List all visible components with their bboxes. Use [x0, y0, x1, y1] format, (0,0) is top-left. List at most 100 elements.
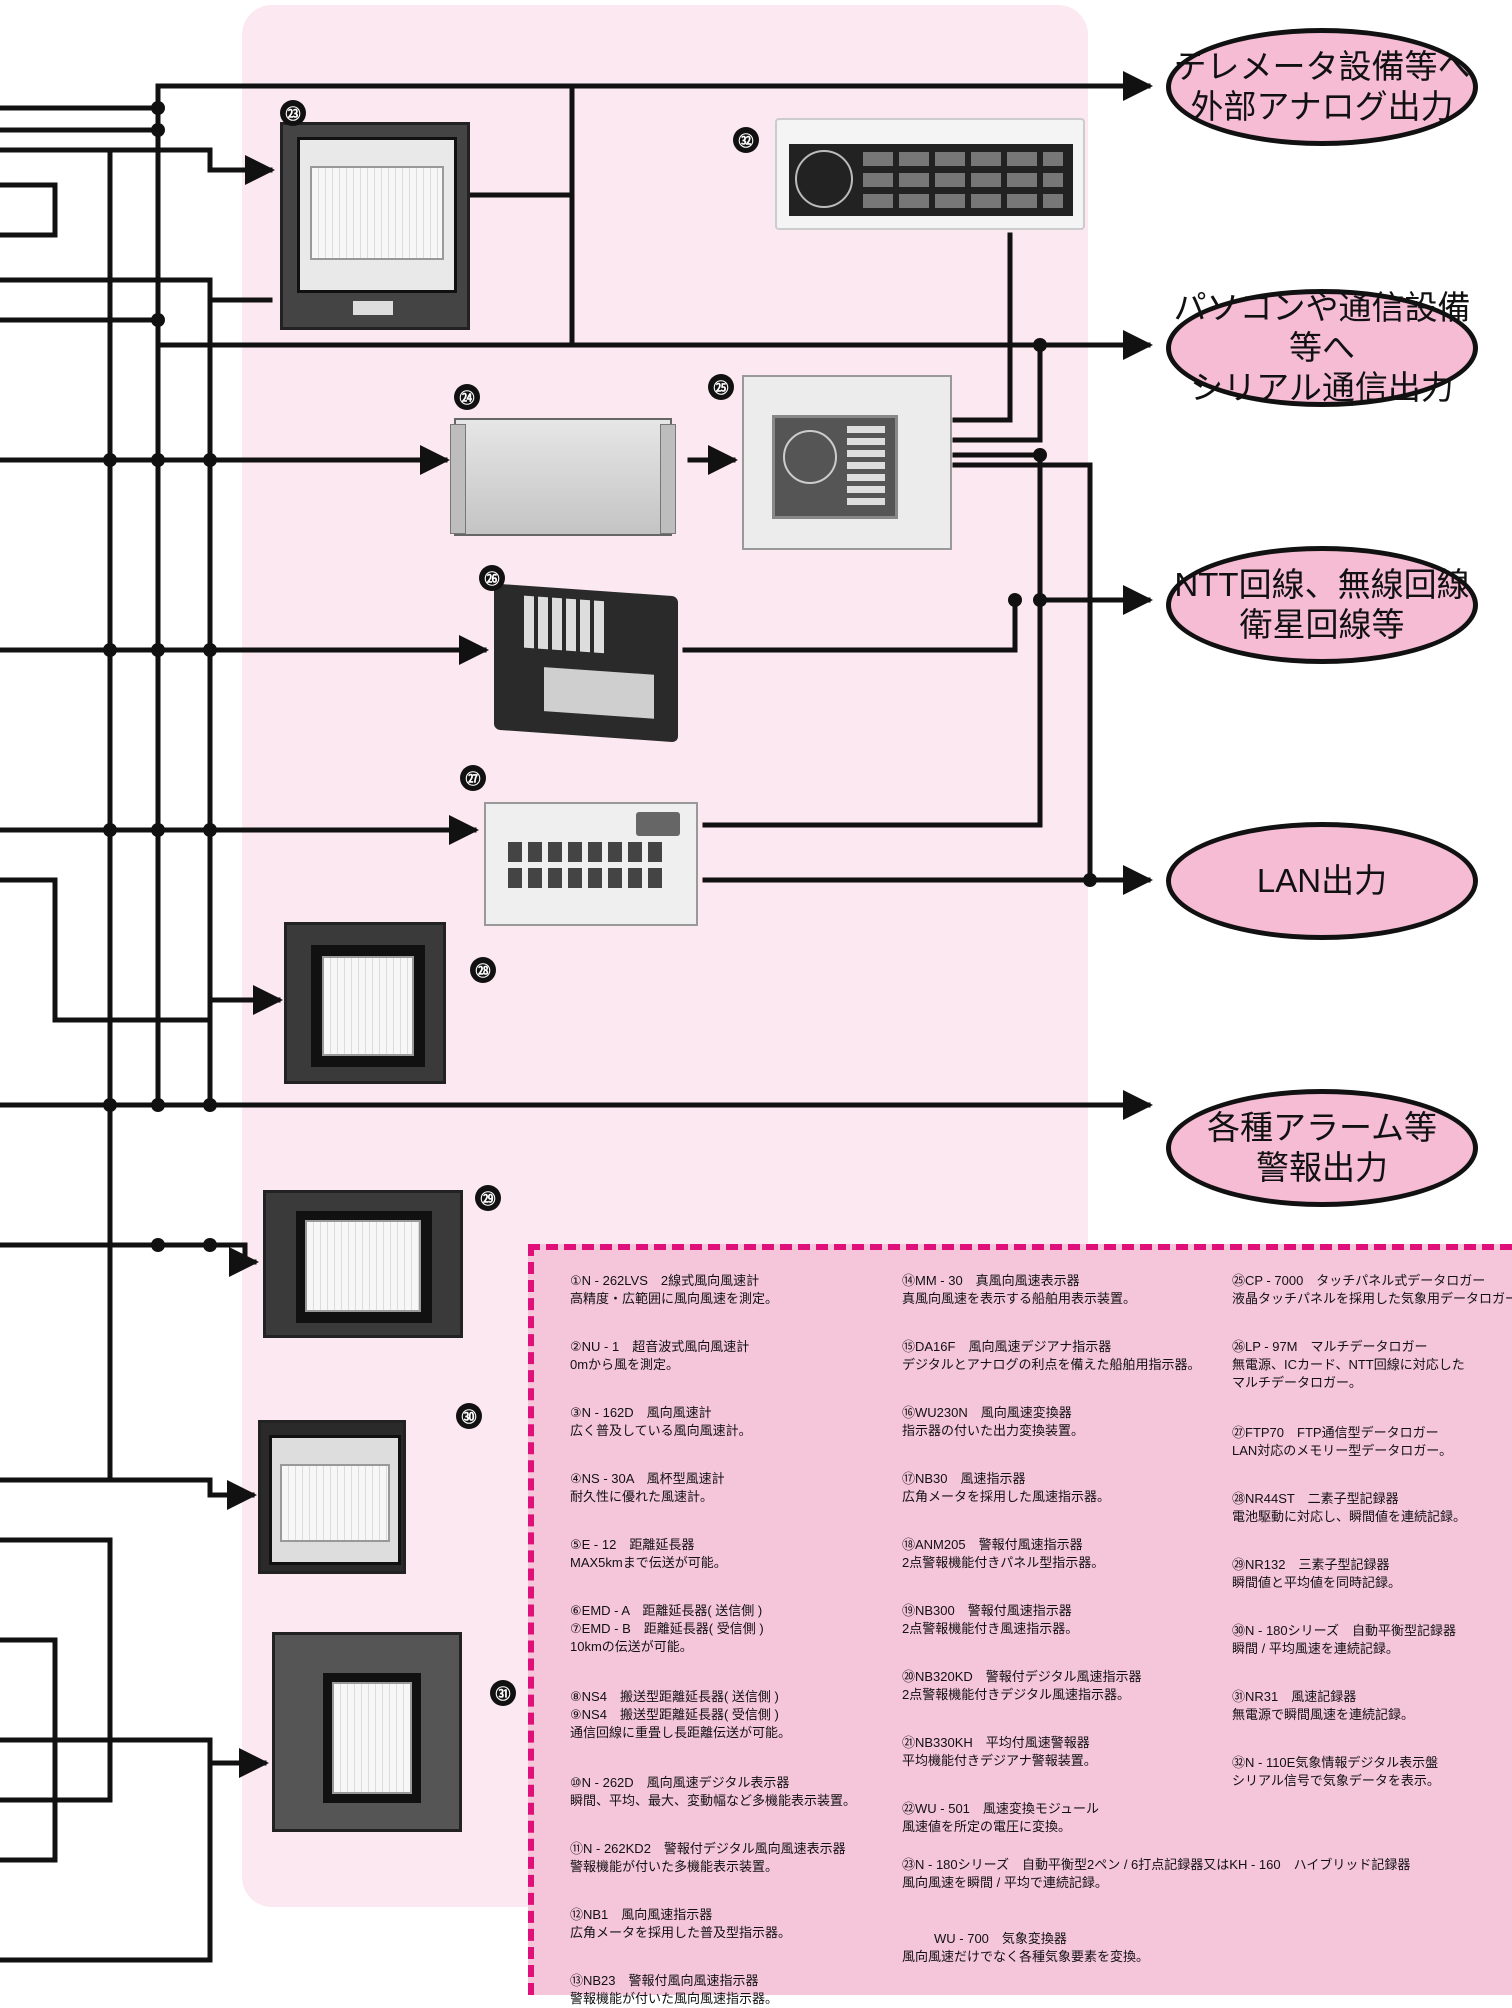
legend-item-title: ④NS - 30A 風杯型風速計 — [570, 1470, 725, 1488]
legend-item-title2: ⑦EMD - B 距離延長器( 受信側 ) — [570, 1620, 764, 1638]
legend-item-title: ㉖LP - 97M マルチデータロガー — [1232, 1338, 1465, 1356]
device-25-dial — [783, 430, 837, 484]
device-32-number: ㉜ — [733, 127, 759, 153]
device-29-number: ㉙ — [475, 1185, 501, 1211]
device-27-ftp-logger — [484, 802, 698, 926]
legend-item-23: ㉓N - 180シリーズ 自動平衡型2ペン / 6打点記録器又はKH - 160… — [902, 1856, 1410, 1892]
legend-item: ㉙NR132 三素子型記録器瞬間値と平均値を同時記録。 — [1232, 1556, 1401, 1592]
device-23-window — [297, 137, 457, 293]
legend-item-desc: 指示器の付いた出力変換装置。 — [902, 1422, 1084, 1440]
legend-item-desc: デジタルとアナログの利点を備えた船舶用指示器。 — [902, 1356, 1200, 1374]
legend-item-desc: 瞬間 / 平均風速を連続記録。 — [1232, 1640, 1456, 1658]
output-telemeter-line1: テレメータ設備等へ — [1174, 47, 1471, 87]
wire — [472, 86, 572, 195]
wire — [685, 600, 1015, 650]
legend-item-desc: 広角メータを採用した普及型指示器。 — [570, 1924, 791, 1942]
legend-item-desc: 広く普及している風向風速計。 — [570, 1422, 752, 1440]
legend-item-title: ㉕CP - 7000 タッチパネル式データロガー — [1232, 1272, 1512, 1290]
legend-item-desc: 瞬間、平均、最大、変動幅など多機能表示装置。 — [570, 1792, 856, 1810]
junction-dot — [151, 313, 165, 327]
legend-item-desc: 耐久性に優れた風速計。 — [570, 1488, 725, 1506]
legend-item: ④NS - 30A 風杯型風速計耐久性に優れた風速計。 — [570, 1470, 725, 1506]
legend-item-desc: 無電源、ICカード、NTT回線に対応した — [1232, 1356, 1465, 1374]
legend-item-desc: 瞬間値と平均値を同時記録。 — [1232, 1574, 1401, 1592]
wire-to-lan — [955, 465, 1148, 880]
legend-item-title: ③N - 162D 風向風速計 — [570, 1404, 752, 1422]
device-26-label-panel — [544, 667, 654, 719]
legend-item: ⑳NB320KD 警報付デジタル風速指示器2点警報機能付きデジタル風速指示器。 — [902, 1668, 1142, 1704]
device-30-number: ㉚ — [456, 1403, 482, 1429]
legend-item: ⑯WU230N 風向風速変換器指示器の付いた出力変換装置。 — [902, 1404, 1084, 1440]
junction-dot — [103, 1098, 117, 1112]
wire — [0, 1740, 210, 1960]
legend-item-title: ⑪N - 262KD2 警報付デジタル風向風速表示器 — [570, 1840, 846, 1858]
legend-item-title: ㉙NR132 三素子型記録器 — [1232, 1556, 1401, 1574]
device-31-chart — [332, 1682, 412, 1794]
legend-item: ⑩N - 262D 風向風速デジタル表示器瞬間、平均、最大、変動幅など多機能表示… — [570, 1774, 856, 1810]
legend-item: ⑰NB30 風速指示器広角メータを採用した風速指示器。 — [902, 1470, 1110, 1506]
legend-item: ⑬NB23 警報付風向風速指示器警報機能が付いた風向風速指示器。 — [570, 1972, 778, 2008]
wire — [705, 600, 1040, 825]
device-30-window — [269, 1435, 401, 1565]
junction-dot — [1008, 593, 1022, 607]
device-24-ear-left — [450, 424, 466, 534]
legend-item-title: ⑲NB300 警報付風速指示器 — [902, 1602, 1078, 1620]
device-25-screen — [772, 415, 898, 519]
legend-item-title: ㉗FTP70 FTP通信型データロガー — [1232, 1424, 1452, 1442]
legend-item-wu700-title: WU - 700 気象変換器 — [902, 1930, 1149, 1948]
legend-item-title: ⑬NB23 警報付風向風速指示器 — [570, 1972, 778, 1990]
legend-item: ⑪N - 262KD2 警報付デジタル風向風速表示器警報機能が付いた多機能表示装… — [570, 1840, 846, 1876]
junction-dot — [103, 643, 117, 657]
junction-dot — [203, 823, 217, 837]
legend-item-desc: 高精度・広範囲に風向風速を測定。 — [570, 1290, 778, 1308]
output-lan: LAN出力 — [1166, 822, 1478, 940]
output-lan-line1: LAN出力 — [1257, 861, 1387, 901]
device-32-readout-3 — [863, 194, 1063, 208]
junction-dot — [151, 643, 165, 657]
device-27-connectors — [636, 812, 680, 836]
junction-dot — [203, 1238, 217, 1252]
device-30-chart — [280, 1464, 390, 1542]
device-23-number: ㉓ — [280, 100, 306, 126]
legend-item-desc: 2点警報機能付き風速指示器。 — [902, 1620, 1078, 1638]
junction-dot — [1033, 593, 1047, 607]
legend-item: ㉘NR44ST 二素子型記録器電池駆動に対応し、瞬間値を連続記録。 — [1232, 1490, 1466, 1526]
legend-item-title: ㉚N - 180シリーズ 自動平衡型記録器 — [1232, 1622, 1456, 1640]
device-29-recorder — [263, 1190, 463, 1338]
legend-item-desc: 電池駆動に対応し、瞬間値を連続記録。 — [1232, 1508, 1466, 1526]
output-alarm: 各種アラーム等 警報出力 — [1166, 1089, 1478, 1207]
junction-dot — [1083, 873, 1097, 887]
legend-item-desc: 無電源で瞬間風速を連続記録。 — [1232, 1706, 1414, 1724]
legend-item-desc: 2点警報機能付きパネル型指示器。 — [902, 1554, 1104, 1572]
device-25-number: ㉕ — [708, 374, 734, 400]
device-24-number: ㉔ — [454, 384, 480, 410]
junction-dot — [151, 453, 165, 467]
wire — [955, 235, 1010, 420]
device-27-number: ㉗ — [460, 765, 486, 791]
legend-item: ⑧NS4 搬送型距離延長器( 送信側 )⑨NS4 搬送型距離延長器( 受信側 )… — [570, 1688, 791, 1742]
junction-dot — [151, 823, 165, 837]
wire-to-device-31 — [0, 1740, 264, 1763]
legend-item-desc: 広角メータを採用した風速指示器。 — [902, 1488, 1110, 1506]
junction-dot — [1033, 448, 1047, 462]
legend-item-title: ⑳NB320KD 警報付デジタル風速指示器 — [902, 1668, 1142, 1686]
device-29-chart — [305, 1220, 421, 1312]
junction-dot — [151, 101, 165, 115]
legend-item: ㉑NB330KH 平均付風速警報器平均機能付きデジアナ警報装置。 — [902, 1734, 1097, 1770]
output-serial-line2: シリアル通信出力 — [1190, 368, 1454, 408]
legend-item-desc: 平均機能付きデジアナ警報装置。 — [902, 1752, 1097, 1770]
junction-dot — [151, 1098, 165, 1112]
junction-dot — [1033, 338, 1047, 352]
legend-item-title: ②NU - 1 超音波式風向風速計 — [570, 1338, 749, 1356]
legend-item: ㉚N - 180シリーズ 自動平衡型記録器瞬間 / 平均風速を連続記録。 — [1232, 1622, 1456, 1658]
output-ntt-line1: NTT回線、無線回線 — [1174, 565, 1469, 605]
legend-item-desc: MAX5kmまで伝送が可能。 — [570, 1554, 727, 1572]
junction-dot — [203, 1098, 217, 1112]
legend-item-desc: 真風向風速を表示する船舶用表示装置。 — [902, 1290, 1136, 1308]
legend-item-desc: 警報機能が付いた風向風速指示器。 — [570, 1990, 778, 2008]
device-32-dial — [795, 150, 853, 208]
legend-item-23-title: ㉓N - 180シリーズ 自動平衡型2ペン / 6打点記録器又はKH - 160… — [902, 1856, 1410, 1874]
device-23-nameplate — [353, 301, 393, 315]
